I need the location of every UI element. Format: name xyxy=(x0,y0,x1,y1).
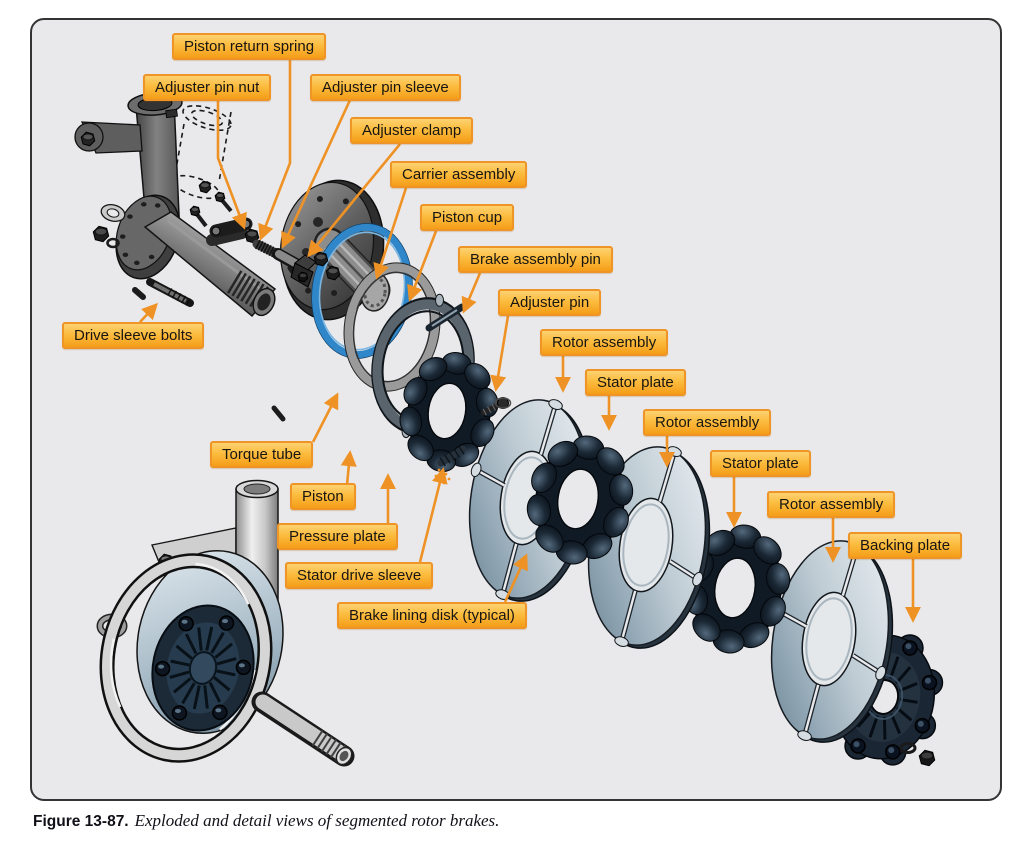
figure-caption-number: Figure 13-87. xyxy=(33,813,129,830)
callout-drive-sleeve-bolts: Drive sleeve bolts xyxy=(62,322,205,349)
callout-brake-assembly-pin: Brake assembly pin xyxy=(458,246,613,273)
callout-piston-return-spring: Piston return spring xyxy=(172,33,327,60)
figure-caption: Figure 13-87. Exploded and detail views o… xyxy=(33,811,499,831)
callout-torque-tube: Torque tube xyxy=(210,441,314,468)
callout-pressure-plate: Pressure plate xyxy=(277,523,398,550)
callout-carrier-assembly: Carrier assembly xyxy=(390,161,528,188)
callout-piston-cup: Piston cup xyxy=(420,204,515,231)
callout-adjuster-pin: Adjuster pin xyxy=(498,289,602,316)
figure-caption-text: Exploded and detail views of segmented r… xyxy=(134,811,500,830)
callout-adjuster-pin-nut: Adjuster pin nut xyxy=(143,74,272,101)
callout-brake-lining-disk: Brake lining disk (typical) xyxy=(337,602,527,629)
callout-backing-plate: Backing plate xyxy=(848,532,963,559)
callout-stator-plate-1: Stator plate xyxy=(585,369,686,396)
callout-piston: Piston xyxy=(290,483,356,510)
callout-stator-drive-sleeve: Stator drive sleeve xyxy=(285,562,434,589)
callout-stator-plate-2: Stator plate xyxy=(710,450,811,477)
callout-adjuster-clamp: Adjuster clamp xyxy=(350,117,474,144)
callout-rotor-assembly-1: Rotor assembly xyxy=(540,329,669,356)
callout-adjuster-pin-sleeve: Adjuster pin sleeve xyxy=(310,74,461,101)
callout-rotor-assembly-3: Rotor assembly xyxy=(767,491,896,518)
callout-rotor-assembly-2: Rotor assembly xyxy=(643,409,772,436)
figure-panel xyxy=(30,18,1002,801)
